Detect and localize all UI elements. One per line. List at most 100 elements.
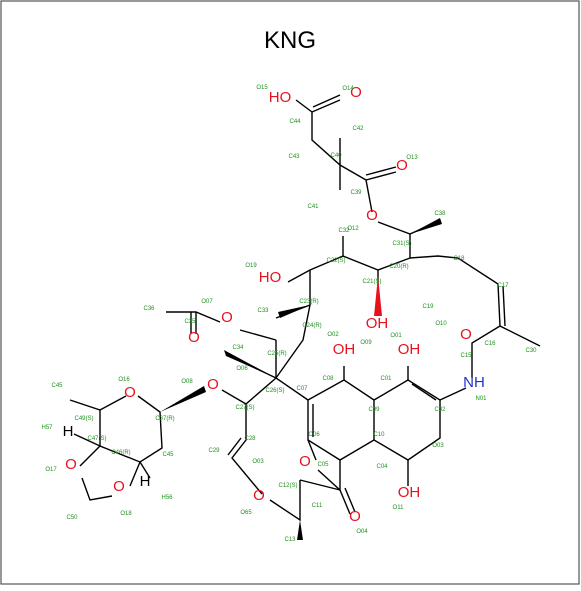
atom-index-label: O10 [435,321,447,327]
atom-index-label: H57 [41,425,53,431]
diagram-title: KNG [264,27,316,54]
atom-index-label: C02 [434,407,446,413]
atom-o-ester: O [396,157,408,174]
atom-index-label: N01 [475,396,487,402]
atom-index-label: C40 [330,153,342,159]
atom-index-label: C24(R) [302,323,321,329]
atom-index-label: O07 [201,299,213,305]
atom-o-dioxo-2: O [113,478,125,495]
atom-index-label: C08 [322,376,334,382]
atom-index-label: C35 [184,319,196,325]
atom-index-label: C23(R) [299,299,318,305]
atom-index-label: O13 [406,155,418,161]
atom-o-dioxo-1: O [65,456,77,473]
atom-ho-left: HO [259,269,282,286]
atom-oh-c01: OH [398,341,421,358]
atom-index-label: C12(S) [278,483,297,489]
atom-index-label: O01 [390,333,402,339]
stereo-wedges [160,218,442,540]
atom-o-amide: O [460,326,472,343]
atom-index-label: O11 [393,505,405,511]
atom-o-acetate: O [188,329,200,346]
atom-index-label: C05 [317,462,329,468]
atom-index-label: O16 [118,377,130,383]
atom-oh-mid: OH [366,315,389,332]
atom-index-label: C20(R) [389,264,408,270]
atom-index-label: C28 [244,436,256,442]
atom-h-c47: H [63,423,74,440]
atom-index-label: O65 [240,510,252,516]
atom-index-label: C27(S) [235,405,254,411]
atom-index-label: C45 [51,383,63,389]
atom-o-ring-low: O [253,487,265,504]
atom-ho-top: HO [269,89,292,106]
atom-index-label: C13 [284,537,296,543]
atom-index-label: O03 [432,443,444,449]
atom-index-label: C49(S) [74,416,93,422]
atom-index-label: O09 [360,340,372,346]
atom-index-label: O06 [308,432,320,438]
atom-index-label: O18 [120,511,132,517]
atom-index-label: C46(R) [111,450,130,456]
atom-index-label: C16 [484,341,496,347]
atom-h-c46: H [140,473,151,490]
atom-index-label: C36 [143,306,155,312]
atom-index-label: C37(R) [155,416,174,422]
atom-index-label: C07 [296,386,308,392]
atom-index-label: C01 [380,376,392,382]
atom-index-label: O03 [252,459,264,465]
atom-index-label: C09 [368,407,380,413]
atom-index-label: C18 [453,256,465,262]
atom-nh: NH [463,374,485,391]
atom-index-label: C31(S) [392,241,411,247]
atom-index-label: C29 [208,448,220,454]
atom-index-label: O08 [181,379,193,385]
atom-index-label: C42 [352,126,364,132]
atom-index-label: C19 [422,304,434,310]
atom-index-label: C21(S) [362,279,381,285]
atom-o-ester-link: O [366,207,378,224]
atom-o-ring-sugar: O [124,384,136,401]
atom-index-label: C44 [289,119,301,125]
atom-index-label: C50 [66,515,78,521]
atom-index-label: C41 [307,204,319,210]
atom-index-label: C22(S) [326,258,345,264]
atom-index-label: O12 [347,226,359,232]
bond-skeleton [69,94,541,522]
atom-index-label: O04 [356,529,368,535]
atom-o-acetate-link: O [221,309,233,326]
atom-index-label: O14 [342,86,354,92]
atom-oh-c04: OH [398,484,421,501]
atom-o-ketone: O [349,508,361,525]
atom-index-label: C47(S) [87,436,106,442]
atom-index-label: O06 [236,366,248,372]
atom-o-top: O [350,84,362,101]
atom-index-label: O15 [256,85,268,91]
atom-index-label: C17 [497,283,509,289]
atom-index-label: C33 [257,308,269,314]
atom-index-label: C32 [338,228,350,234]
atom-index-label: C38 [434,211,446,217]
atom-o-furan: O [299,453,311,470]
atom-index-label: C39 [350,190,362,196]
atom-index-label: O02 [327,332,339,338]
atom-index-label: C34 [232,345,244,351]
atom-index-label: C26(S) [265,388,284,394]
atom-index-label: C11 [312,503,323,509]
atom-index-label: C04 [376,464,388,470]
atom-index-label: C25(R) [267,351,286,357]
atom-oh-c08: OH [333,341,356,358]
atom-o-glyco: O [207,376,219,393]
atom-index-label: C10 [373,432,385,438]
atom-index-label: O17 [45,467,57,473]
atom-index-label: H56 [161,495,173,501]
atom-index-label: C30 [525,348,537,354]
atom-index-label: C45 [162,452,174,458]
atom-index-label: O19 [245,263,257,269]
atom-index-label: C15 [460,353,472,359]
